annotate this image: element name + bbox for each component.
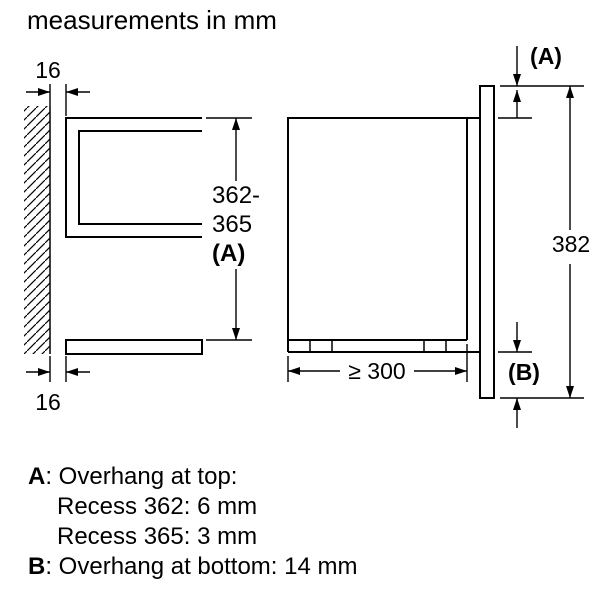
overhang-top-label: (A)	[530, 43, 562, 69]
cabinet-bottom-panel	[65, 339, 203, 355]
legend-key-a: A	[28, 463, 46, 490]
legend-detail-recess-362: Recess 362: 6 mm	[57, 493, 258, 520]
legend-line-a: A: Overhang at top:	[28, 462, 357, 492]
dim-overhang-bottom: (B)	[498, 322, 540, 428]
legend-key-b: B	[28, 553, 46, 580]
cabinet-inner-outline	[78, 130, 202, 225]
dim-niche-depth: ≥ 300	[287, 344, 468, 384]
dim-niche-height: 362- 365 (A)	[206, 117, 260, 341]
cabinet-outer-outline	[65, 117, 202, 238]
legend: A: Overhang at top: Recess 362: 6 mm Rec…	[28, 462, 357, 582]
front-height-label: 382	[552, 231, 590, 257]
appliance-front-panel	[479, 85, 495, 399]
legend-detail-recess-365: Recess 365: 3 mm	[57, 523, 258, 550]
appliance-foot	[423, 339, 447, 353]
legend-text-a: : Overhang at top:	[45, 463, 238, 490]
installation-diagram: 16 16 362- 365 (A) ≥ 300	[24, 43, 590, 428]
dim-front-height: 382	[500, 85, 590, 399]
niche-height-label-line2: 365	[212, 211, 252, 238]
legend-line-b: B: Overhang at bottom: 14 mm	[28, 552, 357, 582]
dim-overhang-top: (A)	[498, 43, 562, 119]
wall-gap-bottom-label: 16	[35, 389, 61, 415]
wall-gap-top-label: 16	[35, 57, 61, 83]
dim-wall-gap-top: 16	[26, 57, 90, 116]
appliance-foot	[309, 339, 333, 353]
niche-height-label-line1: 362-	[212, 182, 260, 209]
legend-text-b: : Overhang at bottom: 14 mm	[45, 553, 358, 580]
niche-depth-label: ≥ 300	[348, 358, 405, 384]
niche-height-label-ref-a: (A)	[212, 240, 245, 267]
wall-hatch	[24, 106, 50, 354]
left-figure	[24, 106, 203, 355]
dim-wall-gap-bottom: 16	[26, 356, 90, 415]
overhang-bottom-label: (B)	[508, 359, 540, 385]
right-figure	[287, 85, 495, 399]
diagram-title: measurements in mm	[27, 5, 277, 35]
appliance-body-back-top	[287, 117, 480, 352]
